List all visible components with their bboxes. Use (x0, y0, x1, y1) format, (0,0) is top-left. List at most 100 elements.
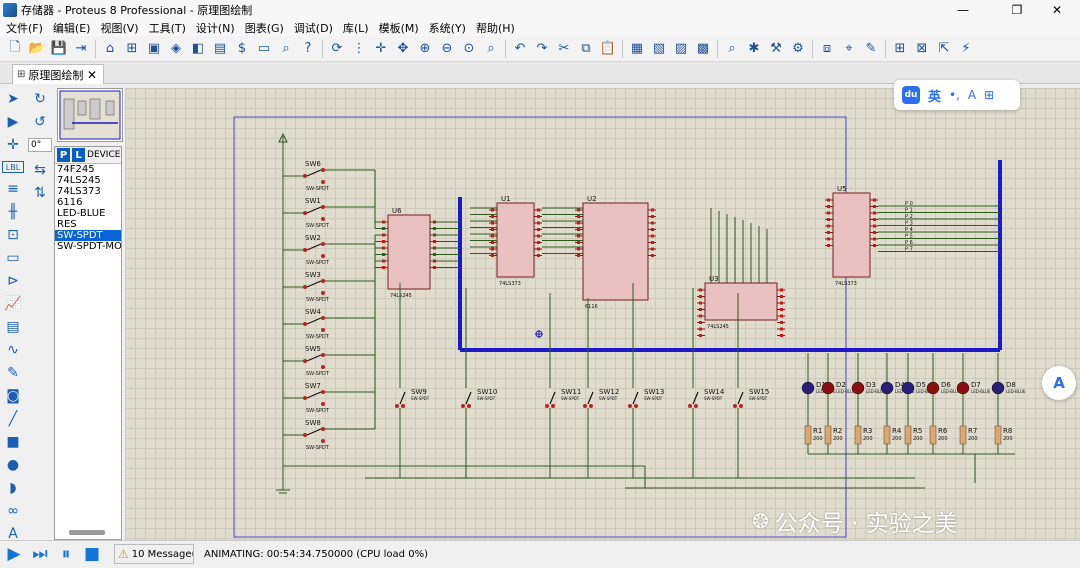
device-item[interactable]: SW-SPDT (55, 230, 121, 241)
device-item[interactable]: 6116 (57, 197, 83, 208)
device-item[interactable]: LED-BLUE (57, 208, 106, 219)
block-move-icon[interactable]: ▧ (652, 41, 666, 56)
terminals-icon[interactable]: ▭ (6, 250, 20, 266)
mirror-x-icon[interactable]: ⇆ (34, 162, 46, 178)
search-tag-icon[interactable]: ⌖ (845, 41, 853, 56)
origin-icon[interactable]: ✛ (375, 41, 387, 56)
remove-sheet-icon[interactable]: ⊠ (916, 41, 928, 56)
redo-icon[interactable]: ↷ (536, 41, 548, 56)
paste-icon[interactable]: 📋 (599, 41, 617, 56)
play-icon[interactable]: ▶ (7, 544, 21, 564)
ime-language[interactable]: 英 (928, 89, 942, 105)
import-icon[interactable]: ⇥ (75, 41, 87, 56)
generator-icon[interactable]: ∿ (7, 342, 19, 358)
device-item[interactable]: 74F245 (57, 164, 95, 175)
zoom-out-icon[interactable]: ⊖ (441, 41, 453, 56)
package-tool-icon[interactable]: ⚒ (770, 41, 782, 56)
selection-mode-icon[interactable]: ➤ (7, 91, 19, 107)
rotate-cw-icon[interactable]: ↻ (34, 91, 46, 107)
wire-label-icon[interactable]: LBL (2, 161, 24, 173)
source-code-icon[interactable]: ▭ (257, 41, 271, 56)
zoom-in-icon[interactable]: ⊕ (419, 41, 431, 56)
graph-icon[interactable]: 📈 (4, 296, 22, 312)
arc-icon[interactable]: ◗ (9, 480, 17, 496)
pick-device-icon[interactable]: ⌕ (728, 41, 736, 56)
help-icon[interactable]: ? (304, 41, 312, 56)
menu-item-0[interactable]: 文件(F) (6, 21, 43, 35)
menu-item-1[interactable]: 编辑(E) (52, 21, 91, 35)
design-explorer-icon[interactable]: ⌕ (282, 41, 290, 56)
menu-item-5[interactable]: 图表(G) (244, 21, 284, 35)
menu-item-6[interactable]: 调试(D) (293, 21, 333, 35)
minimize-button[interactable]: — (957, 2, 969, 17)
restore-button[interactable]: ❐ (1011, 2, 1023, 17)
zoom-all-icon[interactable]: ⊙ (463, 41, 475, 56)
text-icon[interactable]: A (8, 526, 18, 542)
cut-icon[interactable]: ✂ (558, 41, 570, 56)
zoom-area-icon[interactable]: ⌕ (487, 41, 495, 56)
block-copy-icon[interactable]: ▦ (630, 41, 644, 56)
pcb-icon[interactable]: ▣ (147, 41, 161, 56)
menu-item-8[interactable]: 模板(M) (378, 21, 419, 35)
tab-close-icon[interactable]: ✕ (86, 67, 97, 82)
overview-window[interactable] (57, 88, 123, 142)
ime-punctuation-icon[interactable]: •, (949, 88, 960, 102)
circle-icon[interactable]: ● (6, 457, 20, 473)
menu-item-10[interactable]: 帮助(H) (475, 21, 515, 35)
menu-item-2[interactable]: 视图(V) (100, 21, 139, 35)
text-script-icon[interactable]: ≡ (7, 181, 19, 197)
ime-toolbar[interactable]: du 英 •, A ⊞ (894, 80, 1020, 110)
new-sheet-icon[interactable]: ⊞ (894, 41, 906, 56)
menu-item-3[interactable]: 工具(T) (148, 21, 186, 35)
open-folder-icon[interactable]: 📂 (28, 41, 46, 56)
schematic-icon[interactable]: ⊞ (126, 41, 138, 56)
message-log-button[interactable]: ⚠ 10 Message(... (114, 544, 194, 564)
pan-icon[interactable]: ✥ (397, 41, 409, 56)
new-file-icon[interactable]: 🗋 (9, 39, 21, 55)
path-icon[interactable]: ∞ (7, 503, 19, 519)
pause-icon[interactable]: ⏸ (61, 544, 71, 564)
devices-scrollbar[interactable] (69, 530, 105, 535)
menu-item-7[interactable]: 库(L) (342, 21, 369, 35)
ime-ai-icon[interactable]: A (967, 88, 977, 102)
tab-schematic-capture[interactable]: ⊞ 原理图绘制 ✕ (12, 64, 104, 84)
property-tool-icon[interactable]: ✎ (865, 41, 877, 56)
pick-devices-button[interactable]: P (57, 148, 71, 162)
netlist-icon[interactable]: ⚡ (961, 41, 971, 56)
wire-autorouter-icon[interactable]: ⧈ (822, 41, 832, 56)
box-icon[interactable]: ■ (6, 434, 20, 450)
cost-icon[interactable]: $ (237, 41, 247, 56)
bus-icon[interactable]: ╫ (8, 204, 18, 220)
save-icon[interactable]: 💾 (50, 41, 68, 56)
exit-to-parent-icon[interactable]: ⇱ (938, 41, 950, 56)
stop-icon[interactable]: ■ (83, 544, 101, 564)
device-item[interactable]: SW-SPDT-MOM (57, 241, 121, 252)
virtual-instrument-icon[interactable]: ◙ (6, 388, 20, 404)
device-pins-icon[interactable]: ⊳ (7, 273, 19, 289)
home-icon[interactable]: ⌂ (105, 41, 115, 56)
library-manager-button[interactable]: L (72, 148, 86, 162)
grid-icon[interactable]: ⋮ (352, 41, 366, 56)
bom-icon[interactable]: ▤ (213, 41, 227, 56)
decompose-icon[interactable]: ⚙ (792, 41, 804, 56)
junction-dot-icon[interactable]: ✛ (7, 137, 19, 153)
gerber-icon[interactable]: ◧ (191, 41, 205, 56)
line-icon[interactable]: ╱ (8, 411, 18, 427)
close-button[interactable]: ✕ (1051, 2, 1063, 17)
subcircuit-icon[interactable]: ⊡ (7, 227, 19, 243)
refresh-icon[interactable]: ⟳ (331, 41, 343, 56)
floating-assistant-button[interactable]: A (1042, 366, 1076, 400)
step-icon[interactable]: ⏭ (32, 544, 48, 564)
tape-recorder-icon[interactable]: ▤ (6, 319, 20, 335)
rotate-ccw-icon[interactable]: ↺ (34, 114, 46, 130)
device-item[interactable]: 74LS373 (57, 186, 101, 197)
mirror-y-icon[interactable]: ⇅ (34, 185, 46, 201)
voltage-probe-icon[interactable]: ✎ (7, 365, 19, 381)
device-item[interactable]: RES (57, 219, 77, 230)
make-device-icon[interactable]: ✱ (748, 41, 760, 56)
undo-icon[interactable]: ↶ (514, 41, 526, 56)
component-mode-icon[interactable]: ▶ (7, 114, 19, 130)
3d-icon[interactable]: ◈ (171, 41, 181, 56)
menu-item-9[interactable]: 系统(Y) (428, 21, 466, 35)
